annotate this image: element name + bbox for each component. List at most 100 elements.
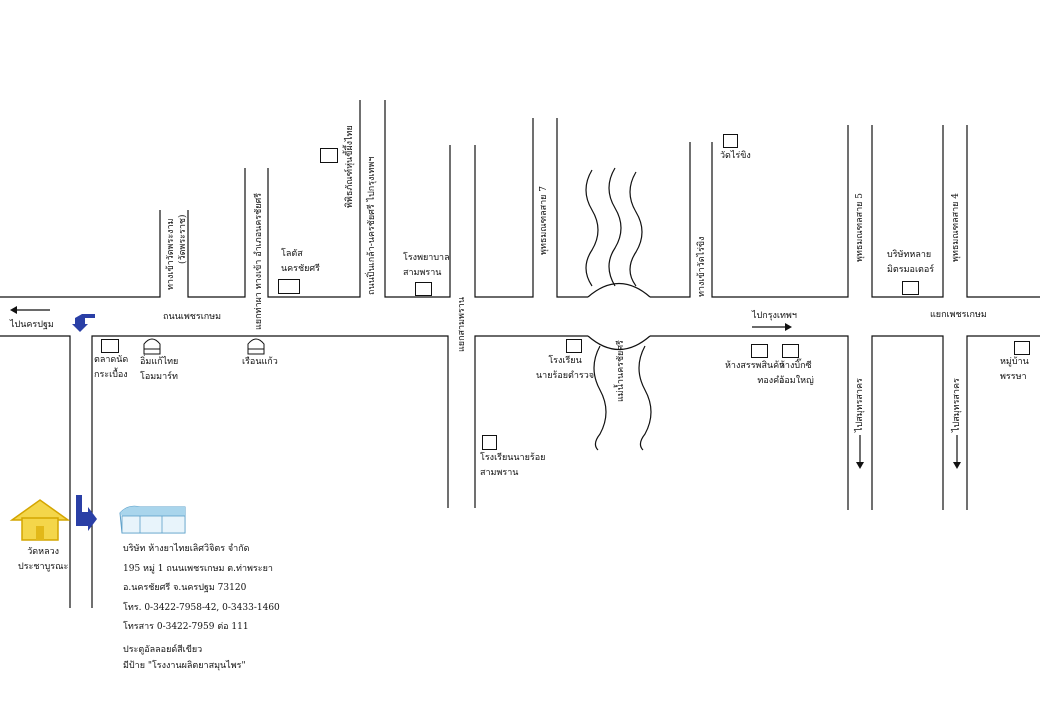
company-phone: โทร. 0-3422-7958-42, 0-3433-1460 — [123, 602, 280, 613]
label-line: โลตัส — [281, 249, 303, 259]
road-lines — [0, 100, 1040, 608]
label-wat-luang: วัดหลวง ประชาบูรณะ — [18, 545, 68, 575]
note-line-2: มีป้าย "โรงงานผลิตยาสมุนไพร" — [123, 661, 246, 671]
landmark-box-sam-phran-school — [482, 435, 497, 450]
note-line-1: ประตูอัลลอยด์สีเขียว — [123, 645, 203, 655]
vlabel-to-samut-sakhon-4: ไปสมุทรสาคร — [952, 378, 962, 432]
vlabel-wax-museum: พิพิธภัณฑ์หุ่นขี้ผึ้งไทย — [345, 125, 355, 208]
label-phet-kasem-intersection: แยกเพชรเกษม — [930, 310, 987, 320]
landmark-box-big-c — [782, 344, 799, 358]
vlabel-wat-phra-ngam-1: ทางเข้าวัดพระงาม — [166, 218, 176, 290]
label-to-nakhon-pathom: ไปนครปฐม — [10, 320, 54, 330]
company-address-1: 195 หมู่ 1 ถนนเพชรเกษม ต.ท่าพระยา — [123, 563, 273, 574]
label-motor: บริษัทหลาย มิตรมอเตอร์ — [887, 248, 934, 278]
road-edge-top-6 — [556, 118, 588, 298]
vlabel-phutthamonthon-5: พุทธมณฑลสาย 5 — [855, 192, 865, 262]
vlabel-to-samut-sakhon-5: ไปสมุทรสาคร — [855, 378, 865, 432]
landmark-box-police-school — [566, 339, 582, 353]
label-line: เรือนแก้ว — [242, 357, 278, 367]
company-name: บริษัท ห้างยาไทยเลิศวิจิตร จำกัด — [123, 544, 250, 554]
landmark-box-hospital — [415, 282, 432, 296]
arrow-south-5-head — [856, 462, 864, 469]
shrine-icon-1 — [143, 338, 161, 355]
landmark-box-wax-museum — [320, 148, 338, 163]
road-edge-top-3 — [267, 100, 361, 298]
label-line: วัดหลวง — [27, 547, 60, 557]
road-edge-bottom-4 — [650, 335, 849, 510]
vlabel-sam-phran-junction: แยกสามพราน — [457, 297, 467, 352]
arrow-south-4-head — [953, 462, 961, 469]
label-line: นายร้อยตำรวจ — [536, 371, 595, 381]
vlabel-amphoe-road: แยกท่าผา ทางเข้า อำเภอนครชัยศรี — [254, 192, 264, 330]
company-fax: โทรสาร 0-3422-7959 ต่อ 111 — [123, 622, 249, 632]
road-edge-bottom-3 — [474, 335, 588, 508]
label-wat-rai-khing: วัดไร่ขิง — [720, 149, 751, 164]
label-line: โอมมาร์ท — [140, 372, 178, 382]
label-line: อิ่มแก้ไทย — [140, 357, 179, 367]
entrance-note: ประตูอัลลอยด์สีเขียว มีป้าย "โรงงานผลิตย… — [123, 642, 246, 674]
blue-turn-arrow-bottom-icon — [76, 495, 97, 531]
river-wave-3 — [629, 171, 643, 287]
vlabel-tha-chin-river: แม่น้ำนครชัยศรี — [616, 340, 626, 402]
label-line: ประชาบูรณะ — [18, 562, 69, 572]
label-line: โรงเรียนนายร้อย — [480, 453, 546, 463]
label-ruen-kaew: เรือนแก้ว — [242, 355, 278, 370]
road-edge-top-1 — [0, 210, 161, 298]
landmark-box-lotus — [278, 279, 300, 294]
road-edge-bottom-6 — [966, 335, 1040, 510]
arrow-heads — [10, 306, 961, 469]
label-line: กระเบื้อง — [94, 370, 128, 380]
label-line: หมู่บ้าน — [1000, 357, 1029, 367]
company-info: บริษัท ห้างยาไทยเลิศวิจิตร จำกัด 195 หมู… — [123, 540, 280, 638]
shrine-icon-2 — [247, 338, 265, 355]
vlabel-nakhon-chai-si-road: ถนนปิ่นเกล้า-นครชัยศรี ไปกรุงเทพฯ — [367, 156, 377, 295]
label-line: โรงพยาบาล — [403, 253, 450, 263]
landmark-box-motor — [902, 281, 919, 295]
label-im-kae-thai: อิ่มแก้ไทย โอมมาร์ท — [140, 355, 178, 385]
label-village: หมู่บ้าน พรรษา — [1000, 355, 1029, 385]
label-line: สามพราน — [480, 468, 519, 478]
label-store: ห้างสรรพสินค้า ทองคำ — [725, 359, 784, 389]
label-line: โรงเรียน — [548, 356, 582, 366]
road-edge-bottom-2 — [91, 335, 449, 608]
river-wave-5 — [638, 345, 652, 451]
label-hospital: โรงพยาบาล สามพราน — [403, 251, 450, 281]
bridge-arc-bottom — [587, 335, 651, 350]
road-edge-top-9 — [871, 125, 944, 298]
road-edge-top-7 — [650, 142, 691, 298]
arrow-east-head — [785, 323, 792, 331]
landmark-box-wat-rai-khing — [723, 134, 738, 148]
landmark-box-village — [1014, 341, 1030, 355]
label-line: บริษัทหลาย — [887, 250, 932, 260]
label-line: นครชัยศรี — [281, 264, 320, 274]
label-phet-kasem-road: ถนนเพชรเกษม — [163, 312, 222, 322]
vlabel-phutthamonthon-4: พุทธมณฑลสาย 4 — [951, 192, 961, 262]
vlabel-wat-rai-khing-road: ทางเข้าวัดไร่ขิง — [697, 236, 707, 297]
factory-building-icon — [119, 505, 186, 534]
vlabel-phutthamonthon-7: พุทธมณฑลสาย 7 — [539, 185, 549, 255]
label-line: ห้างสรรพสินค้า — [725, 361, 785, 371]
label-tile-market: ตลาดนัด กระเบื้อง — [94, 353, 128, 383]
house-icon — [9, 499, 71, 541]
road-edge-bottom-1 — [0, 335, 71, 608]
label-line: วัดไร่ขิง — [720, 151, 751, 161]
company-address-2: อ.นครชัยศรี จ.นครปฐม 73120 — [123, 583, 247, 593]
arch-icons — [143, 338, 265, 355]
label-line: พรรษา — [1000, 372, 1027, 382]
label-lotus: โลตัส นครชัยศรี — [281, 247, 320, 277]
label-to-bangkok: ไปกรุงเทพฯ — [752, 311, 797, 321]
label-line: มิตรมอเตอร์ — [887, 265, 935, 275]
road-edge-top-2 — [187, 168, 246, 298]
landmark-box-store — [751, 344, 768, 358]
river-wave-4 — [593, 345, 607, 451]
arrow-west-head — [10, 306, 17, 314]
road-edge-top-8 — [711, 125, 849, 298]
road-edge-top-4 — [384, 100, 451, 298]
label-line: อ้อมใหญ่ — [779, 376, 814, 386]
road-edge-top-5 — [474, 118, 534, 298]
landmark-box-tile-market — [101, 339, 119, 353]
blue-turn-arrow-top-icon — [72, 314, 95, 332]
road-edge-top-10 — [966, 125, 1040, 298]
bridge-arc-top — [587, 283, 651, 298]
label-line: ตลาดนัด — [94, 355, 129, 365]
